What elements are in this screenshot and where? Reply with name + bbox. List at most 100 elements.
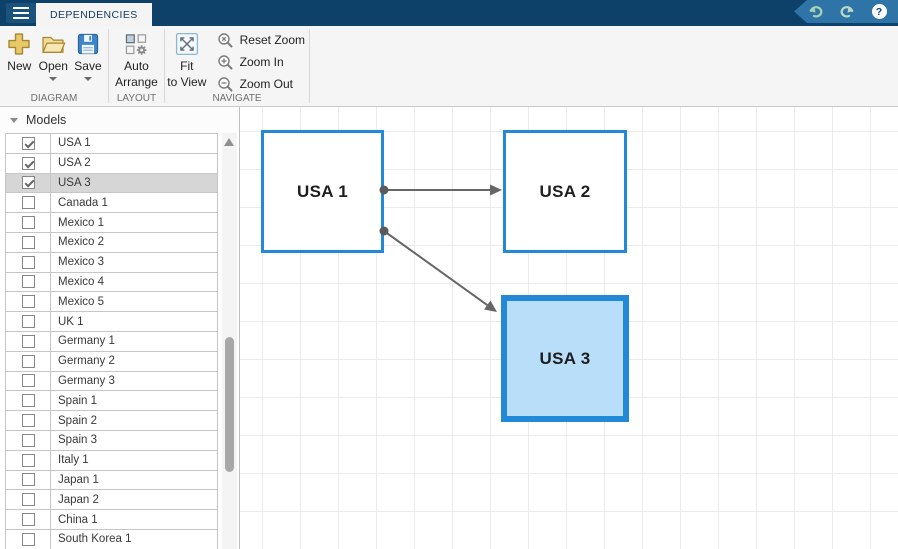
reset-zoom-button[interactable]: Reset Zoom [213,29,309,51]
models-panel: Models USA 1USA 2USA 3Canada 1Mexico 1Me… [0,107,240,549]
diagram-canvas[interactable]: USA 1 USA 2 USA 3 [240,107,898,549]
model-row[interactable]: Japan 2 [6,490,217,510]
models-scrollbar[interactable] [222,133,237,549]
model-checkbox-cell [6,233,51,252]
model-checkbox[interactable] [22,533,35,546]
model-row[interactable]: Spain 1 [6,391,217,411]
scroll-up-icon[interactable] [224,138,234,146]
model-label: China 1 [51,510,217,529]
model-checkbox-cell [6,312,51,331]
model-row[interactable]: USA 2 [6,154,217,174]
save-button[interactable]: Save [74,26,101,94]
model-row[interactable]: Germany 3 [6,372,217,392]
model-checkbox[interactable] [22,157,35,170]
model-row[interactable]: Canada 1 [6,193,217,213]
model-checkbox[interactable] [22,414,35,427]
navigate-section-label: NAVIGATE [165,93,309,104]
model-row[interactable]: Germany 1 [6,332,217,352]
model-checkbox-cell [6,154,51,173]
open-dropdown-caret-icon[interactable] [49,77,57,81]
model-checkbox[interactable] [22,216,35,229]
model-row[interactable]: Spain 3 [6,431,217,451]
model-row[interactable]: UK 1 [6,312,217,332]
model-checkbox-cell [6,174,51,193]
model-label: Germany 3 [51,372,217,391]
model-label: Mexico 4 [51,273,217,292]
model-row[interactable]: USA 1 [6,134,217,154]
model-checkbox-cell [6,193,51,212]
model-checkbox[interactable] [22,335,35,348]
model-row[interactable]: South Korea 1 [6,530,217,549]
model-checkbox[interactable] [22,315,35,328]
model-row[interactable]: Italy 1 [6,451,217,471]
zoom-in-button[interactable]: Zoom In [213,51,309,73]
layout-section-label: LAYOUT [109,93,164,104]
hamburger-icon [13,7,29,9]
model-checkbox-cell [6,490,51,509]
model-checkbox-cell [6,391,51,410]
diagram-node[interactable]: USA 1 [261,130,384,253]
open-button-label: Open [39,60,68,73]
model-checkbox[interactable] [22,473,35,486]
model-label: Spain 2 [51,411,217,430]
fit-to-view-icon [174,31,200,57]
model-row[interactable]: Mexico 5 [6,292,217,312]
model-checkbox[interactable] [22,275,35,288]
save-button-label: Save [74,60,101,73]
reset-zoom-label: Reset Zoom [240,33,305,47]
diagram-node[interactable]: USA 2 [503,130,627,253]
hamburger-menu-button[interactable] [6,3,36,23]
model-row[interactable]: Spain 2 [6,411,217,431]
model-checkbox[interactable] [22,196,35,209]
titlebar: DEPENDENCIES ? [0,0,898,26]
model-checkbox[interactable] [22,236,35,249]
model-label: USA 3 [51,174,217,193]
model-label: South Korea 1 [51,530,217,549]
model-checkbox[interactable] [22,256,35,269]
node-label: USA 3 [540,349,591,369]
model-label: Spain 1 [51,391,217,410]
model-row[interactable]: Mexico 3 [6,253,217,273]
model-row[interactable]: Mexico 2 [6,233,217,253]
model-checkbox[interactable] [22,454,35,467]
save-dropdown-caret-icon[interactable] [84,77,92,81]
model-checkbox[interactable] [22,394,35,407]
tab-dependencies[interactable]: DEPENDENCIES [36,3,152,26]
help-button[interactable]: ? [870,3,888,21]
model-row[interactable]: China 1 [6,510,217,530]
diagram-node[interactable]: USA 3 [501,295,629,422]
open-folder-icon [40,31,66,57]
open-button[interactable]: Open [39,26,68,94]
model-checkbox-cell [6,213,51,232]
model-checkbox[interactable] [22,137,35,150]
fit-to-view-button[interactable]: Fit to View [165,26,209,95]
model-label: Mexico 3 [51,253,217,272]
model-checkbox[interactable] [22,176,35,189]
undo-button[interactable] [806,3,824,21]
model-checkbox-cell [6,134,51,153]
model-row[interactable]: USA 3 [6,174,217,194]
auto-arrange-button[interactable]: Auto Arrange [115,26,158,94]
model-checkbox[interactable] [22,493,35,506]
model-checkbox[interactable] [22,374,35,387]
model-row[interactable]: Japan 1 [6,471,217,491]
zoom-out-button[interactable]: Zoom Out [213,73,309,95]
auto-arrange-label-line1: Auto [124,60,149,73]
model-checkbox[interactable] [22,295,35,308]
models-table: USA 1USA 2USA 3Canada 1Mexico 1Mexico 2M… [5,133,218,549]
model-checkbox[interactable] [22,434,35,447]
model-checkbox[interactable] [22,513,35,526]
collapse-triangle-icon[interactable] [10,118,18,123]
new-button[interactable]: New [6,26,32,94]
zoom-out-icon [217,76,234,93]
model-row[interactable]: Mexico 4 [6,273,217,293]
model-checkbox[interactable] [22,355,35,368]
save-disk-icon [75,31,101,57]
model-row[interactable]: Mexico 1 [6,213,217,233]
model-label: Spain 3 [51,431,217,450]
redo-button[interactable] [838,3,856,21]
model-row[interactable]: Germany 2 [6,352,217,372]
model-label: Japan 1 [51,471,217,490]
scrollbar-thumb[interactable] [225,337,234,472]
